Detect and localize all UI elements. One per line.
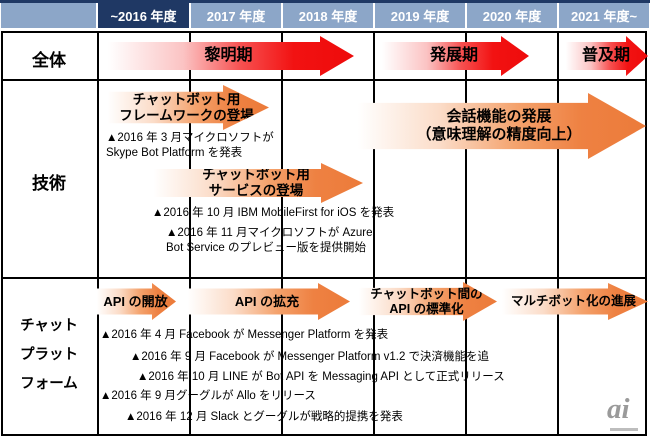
gridline-horizontal [1, 277, 647, 279]
header-year-2016: ~2016 年度 [98, 3, 189, 28]
tech-arrow-framework-line2: フレームワークの登場 [119, 107, 254, 123]
event-slack-google: ▲2016 年 12 月 Slack とグーグルが戦略的提携を発表 [125, 411, 403, 423]
phase-arrow-expansion-label: 発展期 [429, 46, 478, 64]
tech-arrow-framework-line1: チャットボット用 [132, 91, 241, 107]
table-outer-border [1, 31, 647, 436]
tech-arrow-service: チャットボット用 サービスの登場 [149, 163, 363, 203]
header-top-border [0, 0, 650, 3]
event-microsoft-skype-line1: ▲2016 年 3 月マイクロソフトが [106, 132, 274, 144]
header-year-2021: 2021 年度~ [559, 3, 649, 28]
gridline-vertical [189, 31, 191, 436]
row-label-platform: チャット プラット フォーム [1, 312, 97, 399]
event-google-allo: ▲2016 年 9 月グーグルが Allo をリリース [100, 390, 316, 402]
platform-arrow-api-standardization: チャットボット間の API の標準化 [356, 282, 497, 321]
phase-arrow-expansion: 発展期 [379, 36, 529, 76]
row-label-overall: 全体 [32, 51, 66, 70]
row-label-tech: 技術 [32, 174, 66, 193]
header-year-2020: 2020 年度 [467, 3, 557, 28]
ai-logo-subtext [610, 428, 638, 431]
platform-arrow-multibot-label: マルチボット化の進展 [510, 294, 636, 309]
event-facebook-messenger-v12: ▲2016 年 9 月 Facebook が Messenger Platfor… [130, 351, 490, 363]
row-label-platform-line3: フォーム [20, 376, 78, 392]
event-ibm-mobilefirst: ▲2016 年 10 月 IBM MobileFirst for iOS を発表 [152, 207, 395, 219]
row-label-platform-line1: チャット [20, 318, 78, 334]
platform-arrow-api-expand-label: API の拡充 [234, 293, 300, 309]
tech-arrow-conversation-line1: 会話機能の発展 [446, 108, 552, 126]
gridline-vertical [281, 31, 283, 436]
event-microsoft-skype-line2: Skype Bot Platform を発表 [106, 147, 243, 159]
header-corner-cell [1, 3, 96, 28]
tech-arrow-conversation: 会話機能の発展 （意味理解の精度向上） [352, 93, 646, 159]
header-year-2019: 2019 年度 [375, 3, 465, 28]
tech-arrow-service-line2: サービスの登場 [208, 183, 304, 198]
event-azure-bot-service-line1: ▲2016 年 11 月マイクロソフトが Azure [166, 227, 373, 239]
ai-logo: ai [607, 393, 630, 425]
header-year-2017: 2017 年度 [191, 3, 281, 28]
header-year-2018: 2018 年度 [283, 3, 373, 28]
phase-arrow-diffusion-label: 普及期 [581, 46, 630, 64]
gridline-vertical [97, 31, 99, 436]
event-microsoft-skype: ▲2016 年 3 月マイクロソフトが Skype Bot Platform を… [106, 131, 274, 161]
gridline-vertical [373, 31, 375, 436]
phase-arrow-dawn-label: 黎明期 [204, 46, 253, 64]
row-label-platform-line2: プラット [20, 347, 78, 363]
gridline-horizontal [1, 79, 647, 81]
event-azure-bot-service: ▲2016 年 11 月マイクロソフトが Azure Bot Service の… [166, 226, 373, 256]
platform-arrow-api-expand: API の拡充 [184, 283, 350, 320]
event-facebook-messenger-platform: ▲2016 年 4 月 Facebook が Messenger Platfor… [100, 329, 389, 341]
event-line-messaging-api: ▲2016 年 10 月 LINE が Bot API を Messaging … [137, 371, 505, 383]
platform-arrow-api-open-label: API の開放 [103, 293, 168, 309]
platform-arrow-api-standardization-line2: API の標準化 [389, 301, 464, 316]
gridline-vertical [465, 31, 467, 436]
tech-arrow-service-line1: チャットボット用 [202, 167, 310, 183]
platform-arrow-api-standardization-line1: チャットボット間の [370, 286, 483, 301]
gridline-vertical [557, 31, 559, 436]
tech-arrow-conversation-line2: （意味理解の精度向上） [416, 126, 582, 143]
event-azure-bot-service-line2: Bot Service のプレビュー版を提供開始 [166, 242, 366, 254]
phase-arrow-dawn: 黎明期 [103, 36, 354, 76]
